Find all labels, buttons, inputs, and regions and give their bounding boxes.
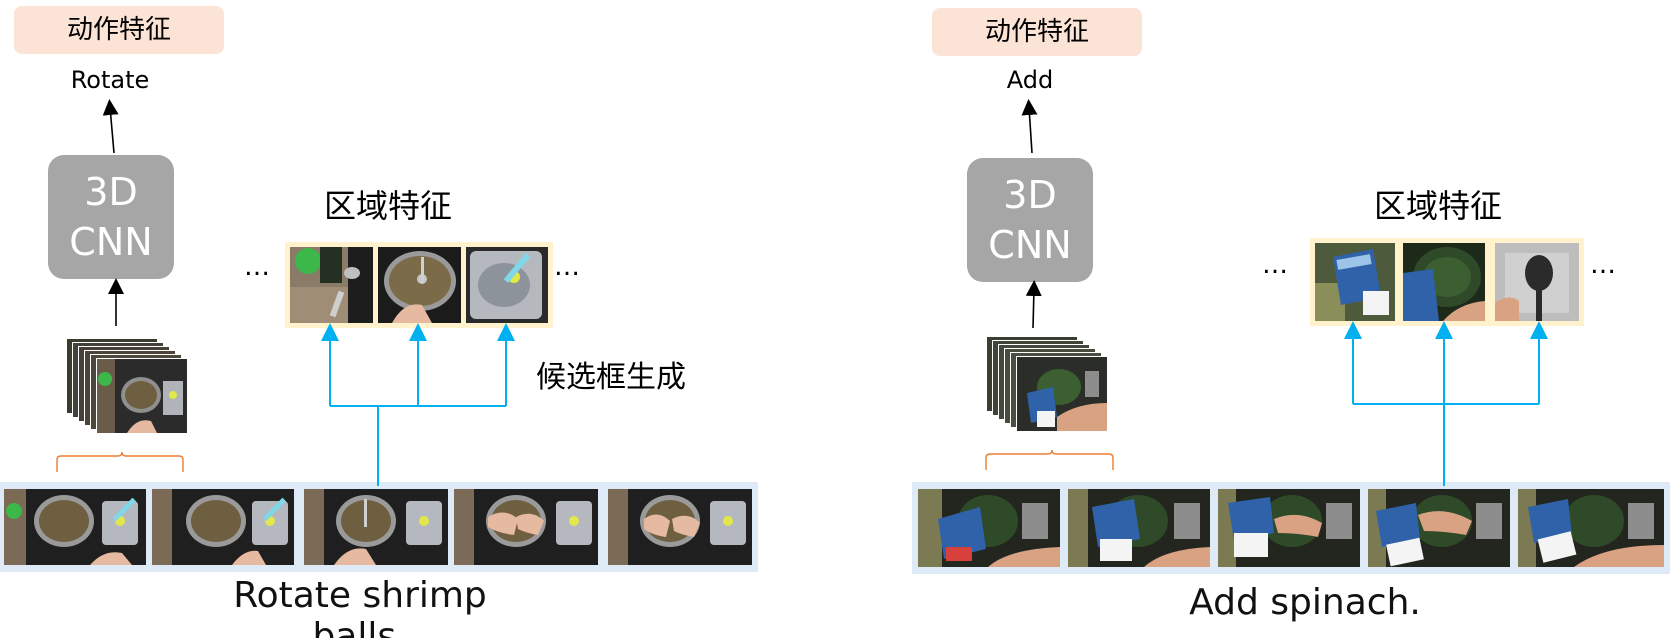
video-frame-5	[1518, 489, 1664, 567]
video-frame-strip	[0, 482, 758, 572]
action-class-label: Rotate	[70, 66, 150, 94]
video-frame-1	[918, 489, 1060, 567]
clip-stack	[66, 338, 196, 438]
proposal-arrows	[321, 323, 515, 486]
region-crop-1	[290, 247, 373, 323]
clip-stack	[986, 336, 1116, 436]
action-class-label: Add	[1006, 66, 1054, 94]
arrow-cnn-to-action	[102, 99, 119, 154]
region-crop-2	[378, 247, 461, 323]
frame-brace	[985, 449, 1114, 470]
region-crop-3	[1495, 243, 1579, 321]
region-feature-title: 区域特征	[1374, 187, 1503, 225]
ellipsis-left: …	[244, 252, 270, 282]
3d-cnn-block: 3D CNN	[967, 158, 1093, 282]
ellipsis-left: …	[1262, 250, 1288, 280]
arrow-clip-to-cnn	[1025, 280, 1042, 329]
video-frame-strip	[912, 482, 1670, 574]
3d-cnn-block: 3D CNN	[48, 155, 174, 279]
cnn-line-2: CNN	[988, 223, 1072, 267]
proposal-arrows	[1344, 321, 1548, 486]
region-proposal-strip	[1310, 238, 1584, 326]
video-frame-4	[454, 489, 598, 565]
video-frame-3	[304, 489, 448, 565]
video-frame-3	[1218, 489, 1360, 567]
frame-brace	[56, 451, 184, 472]
video-frame-1	[4, 489, 146, 565]
clip-frame-front	[96, 358, 188, 434]
cnn-line-1: 3D	[1003, 173, 1057, 217]
proposal-generation-label: 候选框生成	[536, 360, 686, 395]
video-frame-2	[1068, 489, 1210, 567]
sentence-caption: Rotate shrimp balls.	[233, 575, 487, 638]
cnn-line-2: CNN	[69, 220, 153, 264]
video-frame-5	[608, 489, 752, 565]
region-feature-title: 区域特征	[324, 187, 453, 225]
action-feature-label: 动作特征	[932, 8, 1142, 56]
arrow-cnn-to-action	[1021, 99, 1038, 154]
ellipsis-right: …	[1590, 250, 1616, 280]
sentence-caption: Add spinach.	[1189, 582, 1421, 623]
video-frame-2	[152, 489, 294, 565]
ellipsis-right: …	[554, 252, 580, 282]
video-frame-4	[1368, 489, 1510, 567]
clip-frame-front	[1016, 356, 1108, 432]
region-crop-1	[1315, 243, 1395, 321]
region-crop-2	[1403, 243, 1485, 321]
region-crop-3	[466, 247, 548, 323]
region-proposal-strip	[285, 242, 553, 328]
cnn-line-1: 3D	[84, 170, 138, 214]
action-feature-label: 动作特征	[14, 6, 224, 54]
